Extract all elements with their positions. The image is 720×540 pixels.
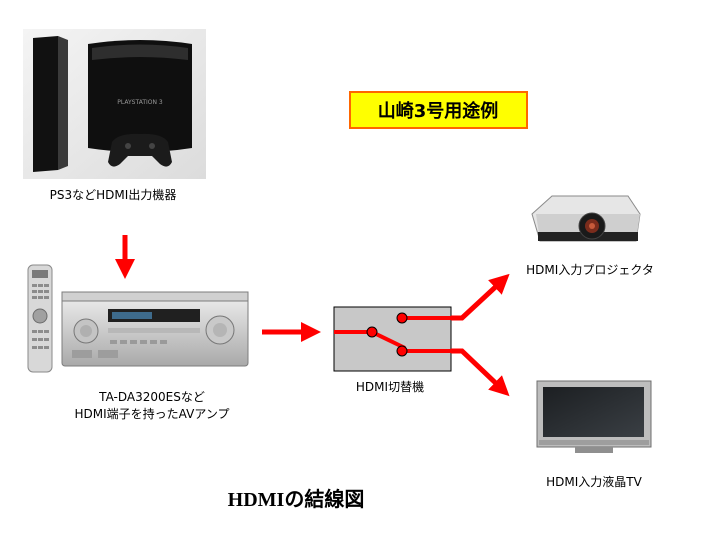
ps3-caption: PS3などHDMI出力機器 [50, 187, 177, 202]
amp-caption-line2: HDMI端子を持ったAVアンプ [75, 406, 230, 421]
switcher-caption: HDMI切替機 [356, 379, 424, 394]
arrow-switcher-to-projector [451, 273, 510, 321]
arrow-switcher-to-tv [451, 348, 510, 397]
usage-label-box: 山崎3号用途例 [349, 91, 528, 129]
projector-image [531, 195, 641, 242]
usage-label-text: 山崎3号用途例 [378, 100, 499, 122]
ps3-image: PLAYSTATION 3 [23, 29, 206, 179]
remote-image [27, 264, 53, 373]
av-amp-image [61, 291, 249, 367]
tv-image [536, 380, 652, 453]
hdmi-switcher [333, 306, 452, 372]
tv-caption: HDMI入力液晶TV [546, 474, 642, 489]
diagram-title: HDMIの結線図 [228, 487, 365, 511]
ps3-logo: PLAYSTATION 3 [117, 99, 163, 106]
projector-caption: HDMI入力プロジェクタ [526, 263, 654, 277]
amp-caption-line1: TA-DA3200ESなど [98, 390, 205, 404]
